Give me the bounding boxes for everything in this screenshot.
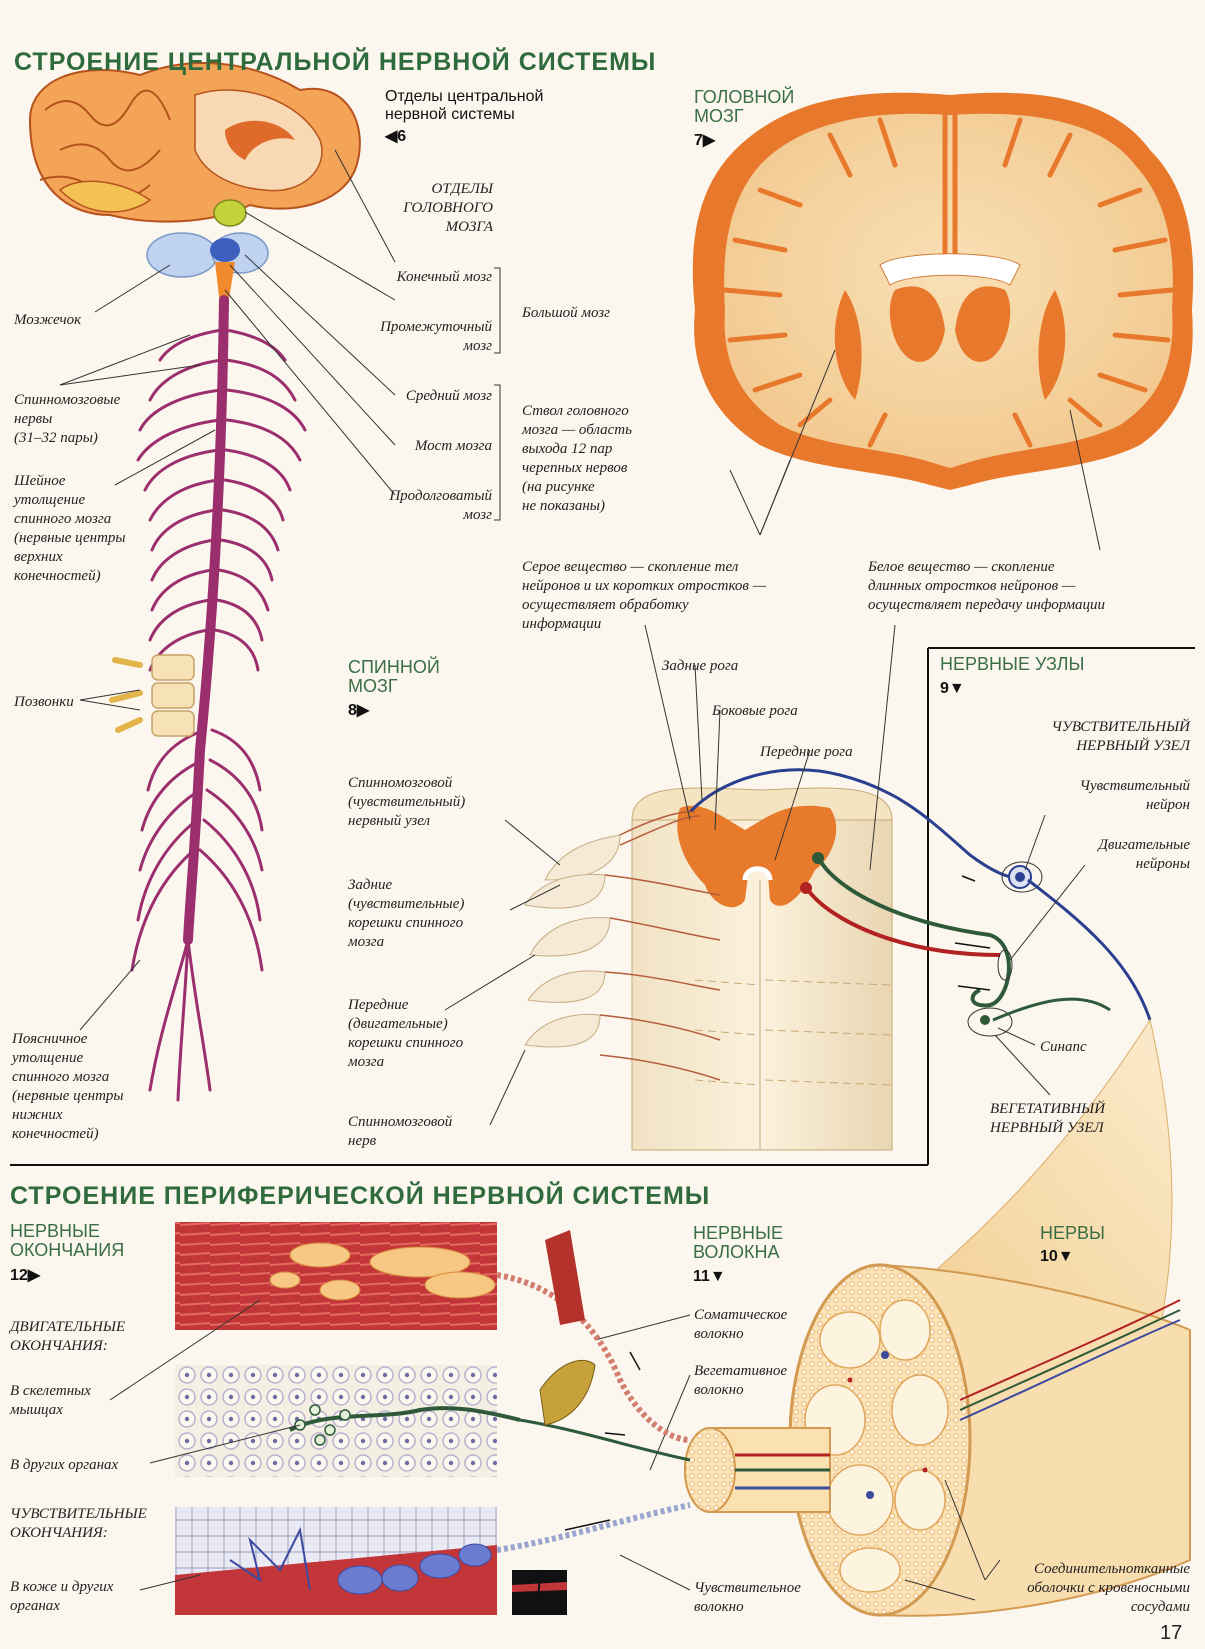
fibers-title: НЕРВНЫЕ ВОЛОКНА (693, 1223, 783, 1262)
spinal-cord-drawing (130, 295, 307, 1102)
label-anterior-roots: Передние (двигательные) корешки спинного… (348, 997, 464, 1070)
nerve-drawing (594, 1018, 1191, 1617)
endings-ref[interactable]: 12▶ (10, 1267, 41, 1284)
label-grey-matter: Серое вещество — скопление тел нейронов … (522, 559, 767, 632)
label-telencephalon: Конечный мозг (396, 269, 492, 285)
label-motor-endings: ДВИГАТЕЛЬНЫЕ ОКОНЧАНИЯ: (10, 1319, 126, 1354)
label-diencephalon: Промежуточный мозг (380, 319, 492, 354)
label-sensory-fiber: Чувствительное волокно (694, 1580, 801, 1615)
label-sensory-neuron: Чувствительный нейрон (1079, 778, 1190, 813)
label-somatic-fiber: Соматическое волокно (694, 1307, 788, 1342)
label-motor-neurons: Двигательные нейроны (1098, 837, 1190, 872)
label-spinal-ganglion: Спинномозговой (чувствительный) нервный … (348, 775, 466, 829)
brain-sections-heading: ОТДЕЛЫ ГОЛОВНОГО МОЗГА (403, 181, 493, 235)
pns-title: СТРОЕНИЕ ПЕРИФЕРИЧЕСКОЙ НЕРВНОЙ СИСТЕМЫ (10, 1182, 711, 1210)
cns-sections-ref[interactable]: ◀6 (385, 128, 407, 145)
label-lateral-horns: Боковые рога (712, 703, 798, 719)
nerves-title: НЕРВЫ (1040, 1223, 1105, 1243)
spinal-cord-section-drawing (444, 624, 1152, 1151)
label-sensory-ganglion: ЧУВСТВИТЕЛЬНЫЙ НЕРВНЫЙ УЗЕЛ (1051, 719, 1191, 754)
label-lumbar-enlargement: Поясничное утолщение спинного мозга (нер… (12, 1031, 124, 1142)
left-leader-lines (59, 149, 501, 1031)
spinal-title: СПИННОЙ МОЗГ (348, 657, 440, 696)
section-box-lines (10, 647, 1195, 1166)
label-white-matter: Белое вещество — скопление длинных отрос… (868, 559, 1106, 613)
label-midbrain: Средний мозг (405, 388, 492, 404)
label-spinal-nerves: Спинномозговые нервы (31–32 пары) (14, 392, 121, 446)
label-skeletal-muscles: В скелетных мышцах (10, 1383, 91, 1418)
label-brainstem: Ствол головного мозга — область выхода 1… (522, 403, 632, 514)
label-autonomic-fiber: Вегетативное волокно (694, 1363, 788, 1398)
brain-ref[interactable]: 7▶ (694, 132, 716, 149)
label-cervical-enlargement: Шейное утолщение спинного мозга (нервные… (14, 473, 126, 584)
nerves-ref[interactable]: 10▼ (1040, 1248, 1074, 1265)
vertebrae-drawing (109, 654, 195, 737)
brain-title: ГОЛОВНОЙ МОЗГ (694, 87, 795, 126)
fibers-ref[interactable]: 11▼ (693, 1268, 726, 1285)
cns-title: СТРОЕНИЕ ЦЕНТРАЛЬНОЙ НЕРВНОЙ СИСТЕМЫ (14, 48, 657, 76)
brain-section-drawing (692, 92, 1194, 551)
label-sensory-endings: ЧУВСТВИТЕЛЬНЫЕ ОКОНЧАНИЯ: (10, 1506, 147, 1541)
label-autonomic-ganglion: ВЕГЕТАТИВНЫЙ НЕРВНЫЙ УЗЕЛ (990, 1101, 1106, 1136)
label-sheaths: Соединительнотканные оболочки с кровенос… (1027, 1561, 1190, 1615)
label-cerebellum: Мозжечок (14, 312, 82, 328)
label-other-organs: В других органах (10, 1457, 119, 1473)
nerve-endings-drawing (109, 1222, 691, 1615)
spinal-ref[interactable]: 8▶ (348, 702, 370, 719)
cerebrum-drawing (28, 62, 361, 223)
endings-title: НЕРВНЫЕ ОКОНЧАНИЯ (10, 1221, 125, 1260)
ganglia-ref[interactable]: 9▼ (940, 680, 965, 697)
page-number: 17 (1160, 1622, 1183, 1644)
ganglia-title: НЕРВНЫЕ УЗЛЫ (940, 654, 1085, 674)
label-spinal-nerve: Спинномозговой нерв (348, 1114, 453, 1149)
label-synapse: Синапс (1040, 1039, 1087, 1055)
label-posterior-roots: Задние (чувствительные) корешки спинного… (348, 877, 465, 950)
label-vertebrae: Позвонки (14, 694, 74, 710)
label-cerebrum: Большой мозг (522, 305, 610, 321)
cns-sections-caption: Отделы центральной нервной системы (385, 88, 544, 123)
label-medulla: Продолговатый мозг (389, 488, 492, 523)
label-skin: В коже и других органах (10, 1579, 114, 1614)
label-pons: Мост мозга (414, 438, 492, 454)
label-anterior-horns: Передние рога (760, 744, 853, 760)
brainstem-drawing (146, 199, 269, 305)
label-posterior-horns: Задние рога (662, 658, 739, 674)
